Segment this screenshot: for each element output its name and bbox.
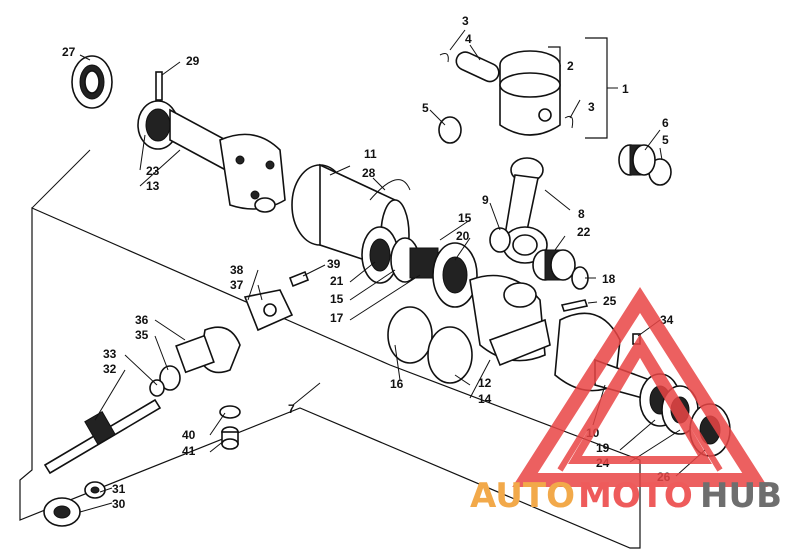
- callout-1: 1: [622, 82, 629, 96]
- seal-27: [71, 55, 113, 109]
- callout-18: 18: [602, 272, 616, 286]
- washer-5a: [438, 116, 462, 144]
- callout-5-right: 5: [662, 133, 669, 147]
- needle-bearing-22: [532, 249, 576, 281]
- callout-9: 9: [482, 193, 489, 207]
- pump-shaft-32: [43, 398, 162, 475]
- watermark-moto: MOTO: [578, 476, 693, 516]
- callout-25: 25: [603, 294, 617, 308]
- screw-25: [560, 299, 589, 312]
- pin-29: [155, 71, 163, 101]
- callout-29: 29: [186, 54, 200, 68]
- callout-11: 11: [364, 147, 377, 161]
- crankshaft-half-13: [137, 100, 286, 213]
- watermark-text: AUTO MOTO HUB: [470, 476, 782, 516]
- callout-32: 32: [103, 362, 117, 376]
- clip-3b: [564, 115, 574, 129]
- callout-4: 4: [465, 32, 472, 46]
- washer-40: [219, 405, 241, 419]
- o-ring-16a: [387, 306, 433, 364]
- logo-triangle-icon: [512, 286, 768, 487]
- callout-41: 41: [182, 444, 196, 458]
- callout-38: 38: [230, 263, 244, 277]
- clip-3a: [439, 53, 449, 63]
- snap-ring-28: [369, 179, 411, 201]
- callout-3-top: 3: [462, 14, 469, 28]
- callout-35: 35: [135, 328, 149, 342]
- watermark-auto: AUTO: [470, 476, 575, 516]
- drain-plug-41: [221, 426, 239, 450]
- callout-36: 36: [135, 313, 149, 327]
- assembly-frame-7: [19, 207, 641, 549]
- needle-bearing-6: [618, 144, 656, 176]
- callout-19: 19: [596, 441, 610, 455]
- callout-20: 20: [456, 229, 470, 243]
- callout-34: 34: [660, 313, 674, 327]
- watermark-logo: [512, 286, 768, 487]
- piston-1: [499, 50, 561, 136]
- callout-15-top: 15: [458, 211, 472, 225]
- screw-39: [288, 270, 310, 288]
- callout-12: 12: [478, 376, 492, 390]
- callout-3-right: 3: [588, 100, 595, 114]
- crankshaft-half-12: [469, 274, 551, 367]
- bearing-stack: [361, 226, 478, 308]
- callout-39: 39: [327, 257, 341, 271]
- callout-37: 37: [230, 278, 244, 292]
- callout-40: 40: [182, 428, 196, 442]
- callout-7: 7: [288, 402, 295, 416]
- callout-22: 22: [577, 225, 591, 239]
- callout-2: 2: [567, 59, 574, 73]
- callout-21: 21: [330, 274, 344, 288]
- washer-35: [159, 365, 181, 391]
- o-ring-33: [149, 379, 165, 397]
- connecting-rod-8: [502, 157, 548, 264]
- callout-30: 30: [112, 497, 126, 511]
- callout-13: 13: [146, 179, 160, 193]
- callout-15-left: 15: [330, 292, 344, 306]
- washer-9: [489, 227, 511, 253]
- gear-30: [43, 497, 81, 527]
- callout-14: 14: [478, 392, 492, 406]
- callout-16: 16: [390, 377, 404, 391]
- nut-31: [84, 481, 106, 499]
- callout-5-left: 5: [422, 101, 429, 115]
- o-ring-16b: [427, 326, 473, 384]
- callout-8: 8: [578, 207, 585, 221]
- watermark-hub: HUB: [700, 476, 782, 516]
- callout-17: 17: [330, 311, 344, 325]
- callout-23: 23: [146, 164, 160, 178]
- callout-6: 6: [662, 116, 669, 130]
- callout-31: 31: [112, 482, 126, 496]
- callout-28: 28: [362, 166, 376, 180]
- wrist-pin-4: [455, 51, 500, 83]
- callout-27: 27: [62, 45, 76, 59]
- callout-33: 33: [103, 347, 117, 361]
